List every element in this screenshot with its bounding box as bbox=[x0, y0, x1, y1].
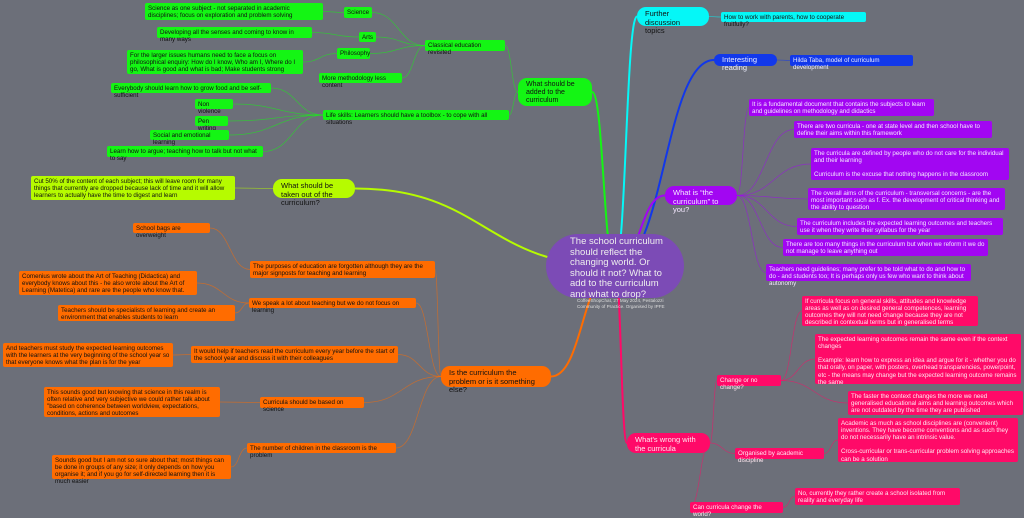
node-hilda-taba[interactable]: Hilda Taba, model of curriculum developm… bbox=[790, 55, 913, 71]
topic-whats-wrong[interactable]: What's wrong with the curricula bbox=[627, 433, 710, 453]
connector bbox=[227, 114, 324, 122]
list-item[interactable]: If curricula focus on general skills, at… bbox=[802, 296, 978, 326]
list-item[interactable]: There are two curricula - one at state l… bbox=[794, 121, 992, 138]
node-more-methodology[interactable]: More methodology less content bbox=[319, 73, 402, 89]
connector bbox=[736, 107, 750, 196]
connector bbox=[369, 45, 426, 54]
connector bbox=[311, 32, 360, 38]
connector bbox=[736, 195, 798, 227]
node-science-note[interactable]: Science as one subject - not separated i… bbox=[145, 3, 323, 20]
node-arts[interactable]: Arts bbox=[359, 32, 376, 42]
node-change-the-world[interactable]: Can curricula change the world? bbox=[690, 502, 783, 518]
list-item[interactable]: The faster the context changes the more … bbox=[848, 391, 1023, 415]
connector bbox=[782, 496, 796, 508]
connector bbox=[709, 442, 736, 454]
node-learn-to-argue[interactable]: Learn how to argue; teaching how to talk… bbox=[107, 146, 263, 162]
node-purposes[interactable]: The purposes of education are forgotten … bbox=[250, 261, 435, 278]
connector bbox=[209, 227, 251, 270]
caption: CoffeeShopChat, 27 May 2024, Pestalozzi … bbox=[577, 298, 665, 309]
node-philosophy[interactable]: Philosophy bbox=[337, 48, 370, 59]
connector bbox=[232, 103, 324, 116]
node-pen-writing[interactable]: Pen writing bbox=[195, 116, 228, 132]
connector bbox=[776, 59, 791, 61]
connector bbox=[230, 447, 248, 468]
list-item[interactable]: Teachers need guidelines; many prefer to… bbox=[766, 264, 971, 287]
connector bbox=[322, 11, 345, 13]
list-item[interactable]: The expected learning outcomes remain th… bbox=[815, 334, 1021, 386]
central-topic[interactable]: The school curriculum should reflect the… bbox=[546, 234, 684, 299]
connector bbox=[228, 114, 324, 136]
node-cut-content[interactable]: Cut 50% of the content of each subject; … bbox=[31, 176, 235, 200]
connector bbox=[302, 53, 338, 63]
node-social-emotional[interactable]: Social and emotional learning bbox=[150, 130, 229, 146]
node-science-note[interactable]: This sounds good but knowing that scienc… bbox=[44, 387, 220, 417]
connector bbox=[363, 376, 442, 403]
list-item[interactable]: The overall aims of the curriculum - tra… bbox=[808, 188, 1005, 211]
connector bbox=[504, 45, 519, 93]
connector bbox=[780, 358, 816, 381]
connector bbox=[508, 91, 519, 116]
node-arts-note[interactable]: Developing all the senses and coming to … bbox=[157, 27, 312, 43]
connector bbox=[736, 195, 767, 273]
node-change-or-no-change[interactable]: Change or no change? bbox=[717, 375, 781, 391]
node-school-bags[interactable]: School bags are overweight bbox=[133, 223, 210, 239]
connector bbox=[736, 129, 795, 196]
node-grow-food[interactable]: Everybody should learn how to grow food … bbox=[111, 83, 271, 99]
node-based-on-science[interactable]: Curricula should be based on science bbox=[260, 397, 364, 413]
topic-interesting-reading[interactable]: Interesting reading bbox=[714, 54, 777, 72]
node-isolated-school[interactable]: No, currently they rather create a schoo… bbox=[795, 488, 960, 505]
node-number-of-children[interactable]: The number of children in the classroom … bbox=[247, 443, 396, 459]
list-item[interactable]: The curriculum includes the expected lea… bbox=[797, 218, 1003, 235]
topic-what-to-take-out[interactable]: What should be taken out of the curricul… bbox=[273, 179, 355, 207]
connector bbox=[415, 302, 442, 377]
topic-what-is-curriculum[interactable]: What is “the curriculum” to you? bbox=[665, 186, 737, 214]
node-non-violence[interactable]: Non violence bbox=[195, 99, 233, 115]
connector bbox=[234, 187, 274, 189]
node-speak-teaching[interactable]: We speak a lot about teaching but we do … bbox=[249, 298, 416, 314]
node-classical-education[interactable]: Classical education revisited bbox=[425, 40, 505, 56]
node-group-size-note[interactable]: Sounds good but I am not so sure about t… bbox=[52, 455, 231, 485]
connector bbox=[434, 269, 442, 377]
list-item[interactable]: It is a fundamental document that contai… bbox=[749, 99, 934, 116]
connector bbox=[709, 380, 718, 444]
topic-further-discussion[interactable]: Further discussion topics bbox=[637, 7, 709, 35]
node-read-curriculum[interactable]: It would help if teachers read the curri… bbox=[191, 346, 398, 363]
node-parents[interactable]: How to work with parents, how to coopera… bbox=[721, 12, 866, 28]
node-study-outcomes[interactable]: And teachers must study the expected lea… bbox=[3, 343, 173, 367]
connector bbox=[780, 310, 803, 381]
connector bbox=[234, 302, 250, 314]
connector bbox=[397, 354, 442, 377]
topic-is-curriculum-the-problem[interactable]: Is the curriculum the problem or is it s… bbox=[441, 366, 551, 394]
connector bbox=[196, 282, 250, 304]
connector bbox=[736, 163, 812, 196]
list-item[interactable]: The curricula are defined by people who … bbox=[811, 148, 1009, 180]
connector bbox=[395, 376, 442, 449]
connector bbox=[780, 380, 849, 404]
connector bbox=[736, 195, 784, 248]
connector bbox=[371, 12, 426, 46]
node-life-skills[interactable]: Life skills: Learners should have a tool… bbox=[323, 110, 509, 126]
node-philosophy-note[interactable]: For the larger issues humans need to fac… bbox=[127, 50, 303, 74]
connector bbox=[708, 16, 722, 18]
connector bbox=[172, 354, 192, 356]
node-science[interactable]: Science bbox=[344, 7, 372, 18]
connector bbox=[270, 87, 324, 116]
node-academic-discipline[interactable]: Organised by academic discipline bbox=[735, 448, 824, 464]
connector bbox=[401, 45, 426, 79]
connector bbox=[736, 195, 809, 200]
node-comenius[interactable]: Comenius wrote about the Art of Teaching… bbox=[19, 271, 197, 295]
connector bbox=[823, 439, 839, 454]
node-academic-note[interactable]: Academic as much as school disciplines a… bbox=[838, 418, 1018, 463]
connector bbox=[375, 36, 426, 46]
node-specialists[interactable]: Teachers should be specialists of learni… bbox=[58, 305, 235, 321]
connector bbox=[262, 114, 324, 152]
connector bbox=[614, 15, 638, 267]
connector bbox=[219, 401, 261, 403]
list-item[interactable]: There are too many things in the curricu… bbox=[783, 239, 988, 256]
topic-what-to-add[interactable]: What should be added to the curriculum bbox=[518, 78, 592, 106]
